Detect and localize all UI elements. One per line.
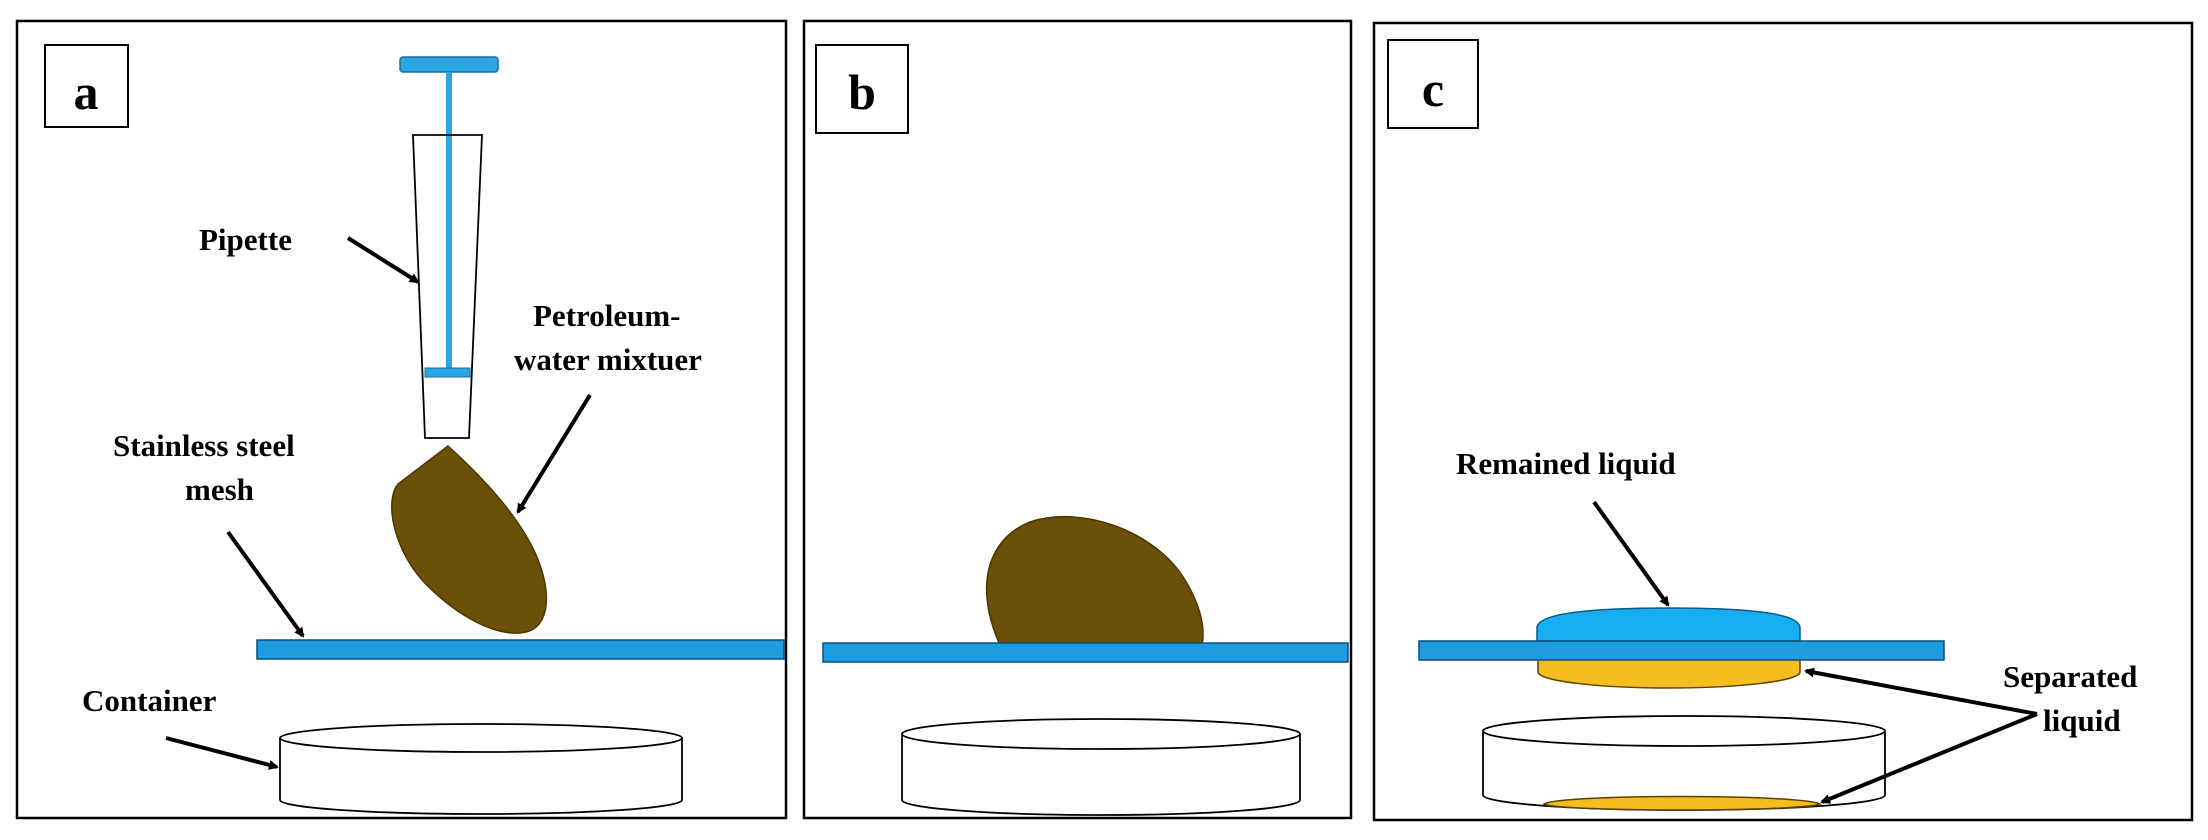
panel-b: b	[802, 19, 1353, 820]
panel-c: c Remained liquid Separated liquid	[1372, 21, 2194, 822]
mixture-arrow	[516, 393, 592, 514]
stainless-steel-mesh-c	[1418, 640, 1945, 661]
mixture-droplet-on-mesh	[985, 515, 1204, 646]
panel-b-frame	[802, 19, 1353, 820]
panel-a-frame	[15, 19, 788, 820]
separated-liquid-arrow-upper	[1804, 667, 2038, 716]
mixture-label-line2: water mixtuer	[514, 342, 702, 377]
mesh-label-line1: Stainless steel	[113, 428, 295, 463]
mesh-label-line2: mesh	[185, 472, 254, 507]
pipette-arrow	[346, 236, 420, 284]
remained-liquid	[1536, 607, 1801, 642]
panel-c-frame	[1372, 21, 2194, 822]
pipette	[399, 56, 499, 439]
remained-liquid-label: Remained liquid	[1456, 446, 1676, 481]
stainless-steel-mesh	[256, 639, 785, 660]
container-rim	[279, 723, 683, 753]
pipette-label: Pipette	[199, 222, 292, 257]
separated-liquid-label-line1: Separated	[2003, 659, 2137, 694]
pipette-plunger-cap	[399, 56, 499, 73]
panel-a-letter-box	[44, 44, 129, 128]
stainless-steel-mesh-b	[822, 642, 1349, 663]
container-arrow	[165, 736, 279, 770]
panel-c-letter-box	[1387, 39, 1479, 129]
container	[279, 723, 683, 815]
panel-b-letter: b	[848, 64, 876, 120]
separated-liquid-under-mesh	[1537, 657, 1801, 689]
pipette-piston	[424, 367, 471, 378]
pipette-body	[412, 134, 483, 439]
mixture-droplet	[391, 445, 548, 634]
panel-c-letter: c	[1422, 61, 1444, 117]
panel-a-letter: a	[74, 64, 99, 120]
mixture-label-line1: Petroleum-	[533, 298, 680, 333]
container-c	[1482, 715, 1886, 811]
container-b	[901, 718, 1301, 816]
container-body	[279, 738, 683, 815]
separated-liquid-in-container	[1542, 795, 1822, 811]
remained-liquid-arrow	[1592, 500, 1670, 607]
pipette-plunger-rod	[446, 72, 452, 372]
container-c-rim	[1482, 715, 1886, 747]
separated-liquid-arrow-lower	[1820, 712, 2038, 804]
mesh-arrow	[226, 530, 305, 638]
panel-b-letter-box	[815, 44, 909, 134]
separated-liquid-label-line2: liquid	[2043, 703, 2121, 738]
container-label: Container	[82, 683, 217, 718]
panel-a: a Pipette Petroleum- water mixtuer Stain…	[15, 19, 788, 820]
container-b-rim	[901, 718, 1301, 750]
container-b-body	[901, 734, 1301, 816]
